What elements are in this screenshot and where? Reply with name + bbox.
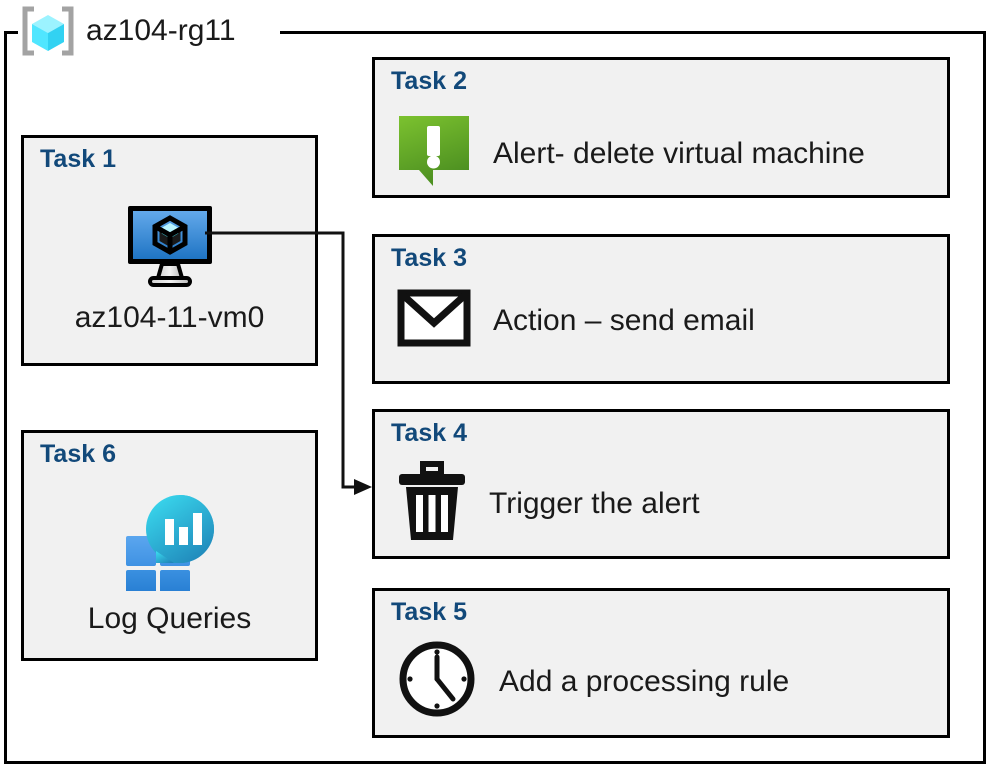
- resource-group-title: az104-rg11: [86, 14, 236, 47]
- resource-group-container: [4, 31, 986, 764]
- log-analytics-icon: [118, 491, 222, 600]
- clock-icon: [397, 639, 477, 724]
- task-card-content: az104-11-vm0: [24, 182, 315, 355]
- azure-resource-group-icon: [20, 3, 76, 59]
- task-card-title: Task 5: [391, 598, 467, 626]
- envelope-icon: [397, 287, 471, 354]
- task-card-label: Add a processing rule: [499, 664, 790, 698]
- task-card-title: Task 1: [40, 145, 116, 173]
- task-card-content: Action – send email: [397, 287, 755, 354]
- resource-group-header: az104-rg11: [20, 2, 236, 60]
- task-card-task1[interactable]: Task 1: [21, 135, 318, 366]
- task-card-content: Log Queries: [24, 477, 315, 650]
- task-card-task6[interactable]: Task 6: [21, 430, 318, 661]
- alert-bubble-icon: [397, 112, 471, 195]
- task-card-label: az104-11-vm0: [74, 301, 265, 334]
- task-card-title: Task 4: [391, 419, 467, 447]
- task-card-label: Action – send email: [493, 303, 755, 337]
- task-card-label: Log Queries: [87, 602, 252, 635]
- task-card-label: Alert- delete virtual machine: [493, 136, 865, 170]
- resource-group-title-gap: [18, 22, 280, 38]
- trash-bin-icon: [397, 460, 467, 547]
- task-card-task2[interactable]: Task 2 Alert- delete virtual machine: [372, 57, 950, 198]
- virtual-machine-icon: [122, 202, 218, 295]
- task-card-content: Add a processing rule: [397, 639, 789, 724]
- task-card-task4[interactable]: Task 4 Trigger the alert: [372, 409, 950, 559]
- task-card-task3[interactable]: Task 3 Action – send email: [372, 234, 950, 384]
- task-card-label: Trigger the alert: [489, 486, 700, 520]
- task-card-content: Trigger the alert: [397, 460, 700, 547]
- task-card-title: Task 3: [391, 244, 467, 272]
- task-card-title: Task 6: [40, 440, 116, 468]
- task-card-title: Task 2: [391, 67, 467, 95]
- task-card-content: Alert- delete virtual machine: [397, 112, 865, 195]
- task-card-task5[interactable]: Task 5 Add a processing rule: [372, 588, 950, 738]
